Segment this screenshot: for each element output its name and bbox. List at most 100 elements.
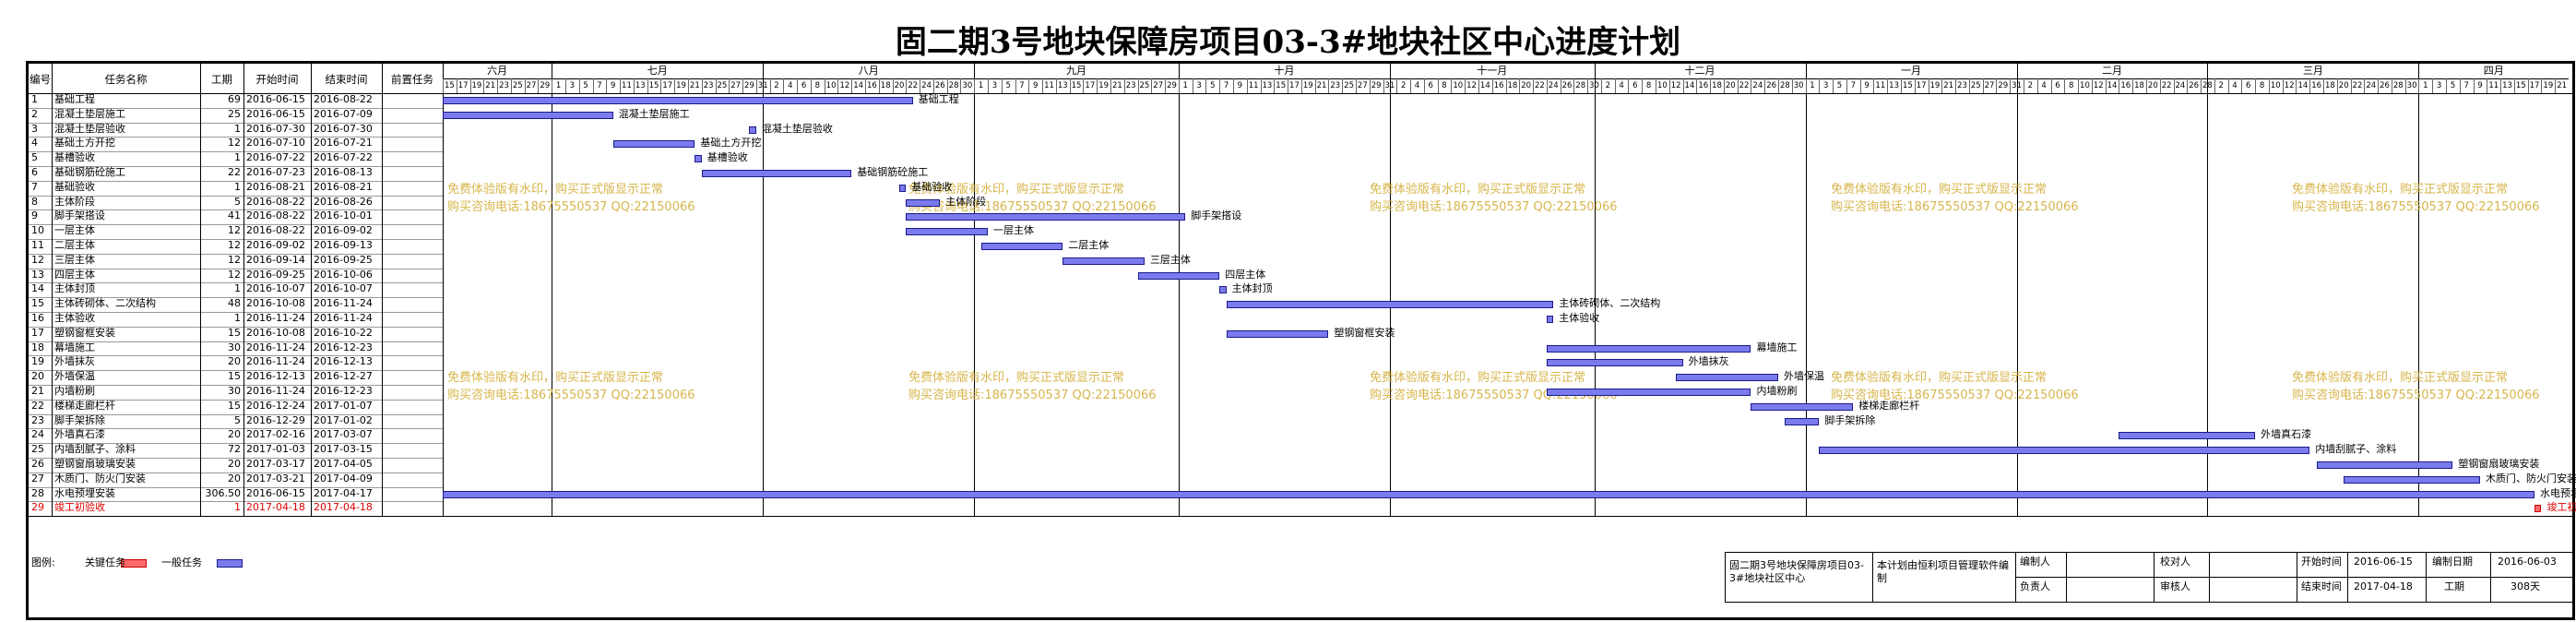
day-tick-label: 28 [2202,81,2213,90]
day-tick [1615,78,1616,93]
footer-start-label: 开始时间 [2301,556,2342,568]
task-bar-label: 基础土方开挖 [700,137,762,150]
day-tick [742,78,743,93]
day-tick-label: 15 [1902,81,1913,90]
row-grid-line [29,254,443,255]
day-tick-label: 23 [1957,81,1967,90]
day-tick [1219,78,1220,93]
day-tick [2337,78,2338,93]
task-bar [1546,315,1554,323]
day-tick-label: 25 [1970,81,1981,90]
task-bar-label: 主体验收 [1559,312,1600,324]
task-bar [749,126,756,134]
day-tick-label: 23 [1125,81,1136,90]
task-bar-label: 混凝土垫层验收 [761,122,833,135]
task-name: 一层主体 [54,224,95,237]
row-grid-line [29,137,443,138]
day-tick [1710,78,1711,93]
row-grid-line [29,166,443,167]
task-id: 7 [31,180,38,193]
task-id: 1 [31,93,38,105]
day-tick-label: 21 [1111,81,1122,90]
day-tick-label: 6 [1632,81,1638,90]
day-tick-label: 28 [1575,81,1586,90]
task-end: 2016-10-07 [314,282,373,295]
task-bar [898,184,907,192]
day-tick-label: 16 [2311,81,2322,90]
row-grid-line [29,312,443,313]
task-id: 25 [31,443,44,456]
day-tick-label: 20 [2147,81,2158,90]
day-tick [2187,78,2188,93]
day-tick-label: 20 [1725,81,1736,90]
task-start: 2016-09-02 [246,239,305,251]
day-tick [1015,78,1016,93]
task-bar-label: 基础工程 [918,93,959,105]
day-tick-label: 31 [2012,81,2022,90]
day-tick [1165,78,1166,93]
task-bar [694,155,702,163]
day-tick [620,78,621,93]
day-tick-label: 7 [1019,81,1025,90]
day-tick [906,78,907,93]
day-tick [1669,78,1670,93]
task-name: 幕墙施工 [54,341,95,353]
task-end: 2017-04-18 [314,501,373,514]
day-tick [2514,78,2515,93]
task-bar [906,228,988,236]
day-tick-label: 30 [1793,81,1804,90]
day-tick-label: 23 [499,81,509,90]
day-tick-label: 14 [2107,81,2118,90]
day-tick [1860,78,1861,93]
day-tick-label: 30 [1589,81,1599,90]
day-tick-label: 28 [948,81,959,90]
day-tick-label: 9 [1237,81,1243,90]
day-tick [470,78,471,93]
task-start: 2017-03-17 [246,458,305,470]
day-tick [443,78,444,93]
day-tick [2474,78,2475,93]
task-name: 基础工程 [54,93,95,105]
footer-duration-value: 308天 [2511,580,2540,592]
task-duration: 12 [228,239,241,251]
day-tick-label: 4 [1619,81,1624,90]
row-grid-line [29,151,443,152]
task-id: 3 [31,122,38,135]
watermark-text: 免费体验版有水印，购买正式版显示正常 [447,183,664,197]
row-grid-line [29,341,443,342]
day-tick-label: 13 [635,81,646,90]
day-tick [1547,78,1548,93]
day-tick-label: 21 [689,81,700,90]
task-bar-label: 楼梯走廊栏杆 [1858,399,1920,412]
day-tick-label: 13 [1262,81,1273,90]
day-tick [2214,78,2215,93]
task-id: 2 [31,107,38,120]
task-bar-label: 一层主体 [993,224,1035,237]
day-tick [2228,78,2229,93]
footer-bottom-line [1725,602,2572,603]
task-bar [906,213,1186,221]
day-tick [2283,78,2284,93]
task-bar [443,96,913,104]
month-label: 三月 [2302,65,2323,77]
day-tick-label: 14 [2297,81,2309,90]
day-tick-label: 20 [1521,81,1532,90]
day-tick [1410,78,1411,93]
task-bar-label: 主体砖砌体、二次结构 [1559,297,1661,310]
task-start: 2016-11-24 [246,355,305,368]
day-tick [2106,78,2107,93]
day-tick-label: 26 [1766,81,1777,90]
day-tick-label: 1 [2423,81,2428,90]
day-tick [1097,78,1098,93]
task-name: 外墙保温 [54,370,95,383]
row-grid-line [29,181,443,182]
row-grid-line [29,428,443,429]
task-name: 木质门、防火门安装 [54,472,146,484]
day-tick-label: 26 [934,81,945,90]
day-tick-label: 1 [1810,81,1815,90]
footer-checker: 校对人 [2160,556,2190,568]
day-tick-label: 22 [2161,81,2172,90]
row-grid-line [29,443,443,444]
task-start: 2016-12-13 [246,370,305,383]
day-tick-label: 19 [1929,81,1941,90]
